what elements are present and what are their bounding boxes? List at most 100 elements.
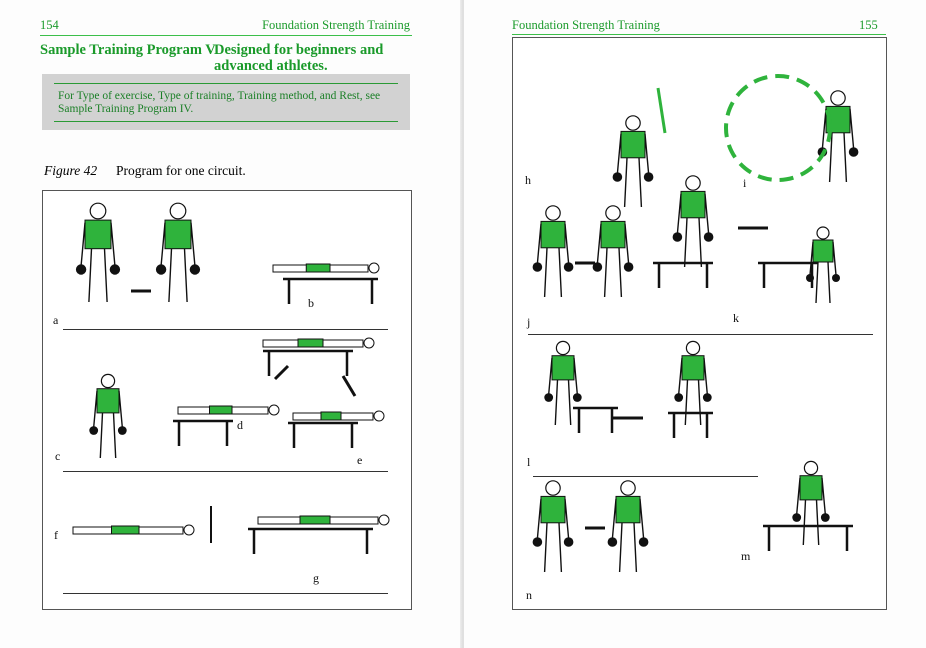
- athlete-torso: [812, 239, 834, 263]
- athlete-head: [545, 480, 561, 496]
- athlete-limbs: [821, 108, 855, 183]
- bench: [173, 419, 233, 446]
- exercise-illustrations: [532, 74, 859, 573]
- note-line: Sample Training Program IV.: [58, 103, 194, 115]
- row-divider: [63, 329, 388, 330]
- program-subtitle: Designed for beginners and advanced athl…: [214, 42, 383, 74]
- athlete-limbs: [160, 222, 196, 303]
- athlete-head: [625, 115, 641, 131]
- athlete-torso: [164, 219, 192, 250]
- athlete-head: [169, 202, 187, 220]
- dumbbell-icon: [607, 537, 618, 547]
- bench: [288, 421, 358, 448]
- athlete-limbs: [536, 498, 570, 573]
- athlete-head: [685, 175, 701, 191]
- bench: [263, 349, 353, 376]
- panel-label-d: d: [237, 418, 243, 432]
- note-text: For Type of exercise, Type of training, …: [58, 90, 380, 116]
- athlete-head: [183, 524, 195, 536]
- panel-label-a: a: [53, 313, 59, 327]
- athlete-torso: [320, 411, 342, 421]
- athlete-torso: [681, 355, 705, 381]
- athlete-torso: [305, 263, 331, 273]
- row-divider: [63, 471, 388, 472]
- athlete-limbs: [536, 223, 570, 298]
- dumbbell-icon: [848, 147, 859, 157]
- left-page: 154 Foundation Strength Training Sample …: [0, 0, 462, 648]
- bench: [573, 406, 618, 433]
- athlete-head: [363, 337, 375, 349]
- arrow-icon: [273, 364, 290, 381]
- dumbbell-icon: [544, 393, 554, 402]
- dumbbell-icon: [155, 264, 167, 275]
- dumbbell-icon: [792, 513, 802, 522]
- panel-label-g: g: [313, 571, 319, 585]
- athlete-torso: [600, 220, 626, 249]
- athlete-limbs: [678, 357, 708, 426]
- dumbbell-icon: [643, 172, 654, 182]
- figure-42-illustration: a b c d e f g: [42, 190, 412, 610]
- athlete-head: [378, 514, 390, 526]
- athlete-torso: [540, 220, 566, 249]
- bench: [763, 524, 853, 551]
- dumbbell-icon: [532, 262, 543, 272]
- panel-label-h: h: [525, 173, 531, 187]
- dumbbell-icon: [189, 264, 201, 275]
- bench: [653, 261, 713, 288]
- dumbbell-icon: [563, 262, 574, 272]
- athlete-torso: [620, 130, 646, 159]
- athlete-limbs: [611, 498, 645, 573]
- athlete-head: [100, 373, 116, 389]
- note-box: For Type of exercise, Type of training, …: [42, 74, 410, 130]
- athlete-head: [545, 205, 561, 221]
- athlete-torso: [540, 495, 566, 524]
- panel-label-l: l: [527, 455, 531, 469]
- dumbbell-icon: [109, 264, 121, 275]
- dumbbell-icon: [674, 393, 684, 402]
- athlete-limbs: [596, 223, 630, 298]
- running-header: Foundation Strength Training: [512, 18, 660, 32]
- figure-caption: Program for one circuit.: [116, 163, 246, 178]
- note-rule: [54, 83, 398, 84]
- note-rule: [54, 121, 398, 122]
- athlete-torso: [799, 475, 823, 501]
- dumbbell-icon: [75, 264, 87, 275]
- athlete-limbs: [548, 357, 578, 426]
- athlete-head: [685, 340, 701, 356]
- panel-label-m: m: [741, 549, 751, 563]
- panel-label-b: b: [308, 296, 314, 310]
- athlete-limbs: [676, 193, 710, 268]
- figure-label: Figure 42: [44, 163, 98, 178]
- panel-label-j: j: [527, 315, 531, 329]
- page-number: 155: [859, 18, 878, 32]
- panel-label-f: f: [54, 528, 58, 542]
- figure-continued-illustration: h i j k l m n: [512, 37, 887, 610]
- row-divider: [63, 593, 388, 594]
- athlete-limbs: [809, 241, 837, 304]
- athlete-limbs: [616, 133, 650, 208]
- bench: [668, 411, 713, 438]
- row-divider: [528, 334, 873, 335]
- panel-label-e: e: [357, 453, 363, 467]
- athlete-limbs: [80, 222, 116, 303]
- dumbbell-icon: [820, 513, 830, 522]
- dumbbell-icon: [89, 426, 99, 435]
- athlete-head: [605, 205, 621, 221]
- athlete-torso: [111, 525, 140, 535]
- note-line: For Type of exercise, Type of training, …: [58, 90, 381, 102]
- dumbbell-icon: [806, 274, 814, 282]
- athlete-head: [268, 404, 280, 416]
- dumbbell-icon: [117, 426, 127, 435]
- athlete-torso: [680, 190, 706, 219]
- bench: [283, 277, 378, 304]
- athlete-head: [368, 262, 380, 274]
- dumbbell-icon: [638, 537, 649, 547]
- book-gutter: [460, 0, 466, 648]
- athlete-torso: [84, 219, 112, 250]
- dumbbell-icon: [623, 262, 634, 272]
- dumbbell-icon: [832, 274, 840, 282]
- program-title: Sample Training Program V: [40, 42, 216, 58]
- subtitle-line: Designed for beginners and: [214, 42, 384, 58]
- athlete-head: [816, 226, 830, 240]
- header-rule: [40, 35, 412, 36]
